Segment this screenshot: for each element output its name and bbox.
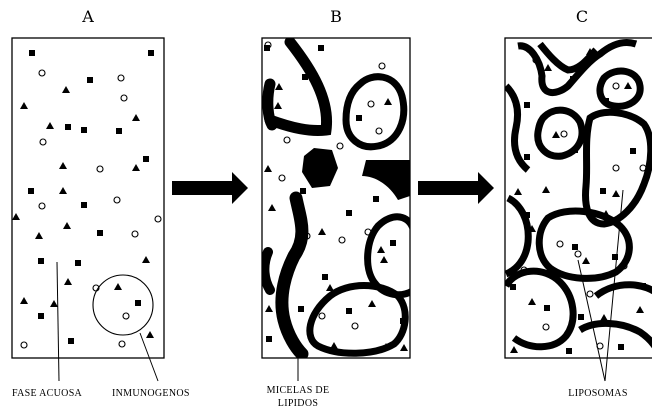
panel-a-box: [12, 38, 164, 358]
liposome: [586, 112, 651, 224]
leader-inmunogenos: [140, 333, 158, 381]
label-micelas-line2: LIPIDOS: [278, 398, 318, 409]
label-liposomas: LIPOSOMAS: [568, 388, 627, 399]
arrow-a-to-b: [172, 172, 248, 204]
liposome: [506, 198, 528, 274]
panel-c-particles: [510, 48, 646, 354]
lipid-sheet: [264, 252, 270, 290]
panel-title-c: C: [576, 7, 588, 26]
panel-title-a: A: [81, 7, 94, 26]
panel-c: [505, 38, 652, 381]
lipid-micelle: [302, 148, 338, 188]
leader-fase-acuosa: [57, 262, 59, 381]
panel-b: [262, 38, 414, 381]
lipid-sheet: [282, 198, 302, 354]
panel-a: [12, 38, 164, 381]
label-fase-acuosa: FASE ACUOSA: [12, 388, 83, 399]
label-inmunogenos: INMUNOGENOS: [112, 388, 190, 399]
arrow-b-to-c: [418, 172, 494, 204]
panel-a-open-particles: [21, 70, 161, 348]
panel-title-b: B: [330, 7, 342, 26]
panel-a-particles: [12, 50, 154, 344]
lipid-sheet: [362, 160, 410, 200]
liposome: [506, 271, 573, 347]
liposome: [580, 323, 652, 356]
label-micelas-line1: MICELAS DE: [267, 385, 330, 396]
lipid-sheet: [268, 84, 272, 125]
immunogen-highlight-circle: [93, 275, 153, 335]
lipid-vesicle: [346, 77, 404, 147]
